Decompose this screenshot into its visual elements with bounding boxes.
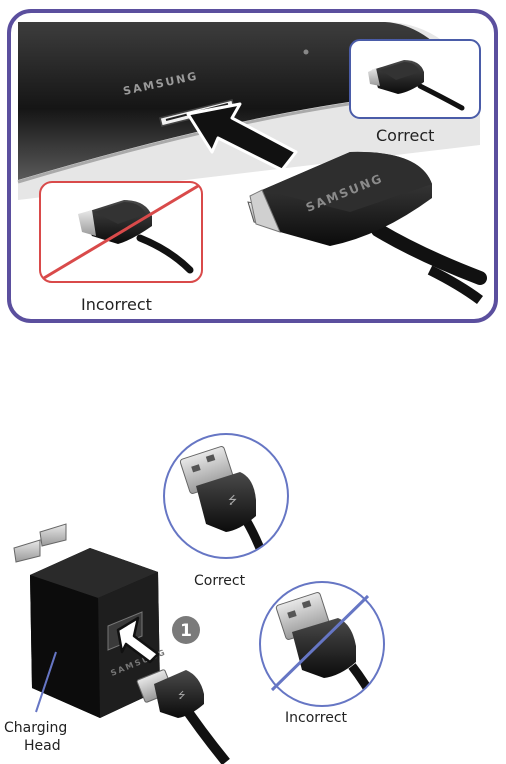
usb-symbol-icon: ⭍	[228, 494, 237, 507]
top-incorrect-inset	[40, 182, 202, 282]
charging-head-label-line2: Head	[24, 738, 61, 754]
step-badge: 1	[172, 616, 200, 644]
top-correct-inset	[350, 40, 480, 118]
prong-left	[14, 540, 40, 562]
top-incorrect-label: Incorrect	[81, 295, 152, 314]
usb-cable-plug: ⭍	[137, 669, 226, 762]
top-panel: SAMSUNG SAMSUNG Correct	[9, 11, 496, 321]
bottom-incorrect-label: Incorrect	[285, 710, 348, 726]
bottom-correct-label: Correct	[194, 573, 246, 589]
step-number: 1	[180, 621, 192, 641]
bottom-correct-circle: ⭍	[164, 434, 288, 570]
bottom-panel: ⭍ Correct Incorrect	[4, 434, 384, 762]
prong-right	[40, 524, 66, 546]
usb-symbol-icon-cable: ⭍	[178, 690, 186, 701]
charging-head-label-line1: Charging	[4, 720, 67, 736]
bottom-incorrect-circle	[260, 582, 384, 710]
large-connector: SAMSUNG	[248, 152, 480, 300]
sensor-dot	[304, 50, 309, 55]
top-correct-label: Correct	[376, 126, 434, 145]
